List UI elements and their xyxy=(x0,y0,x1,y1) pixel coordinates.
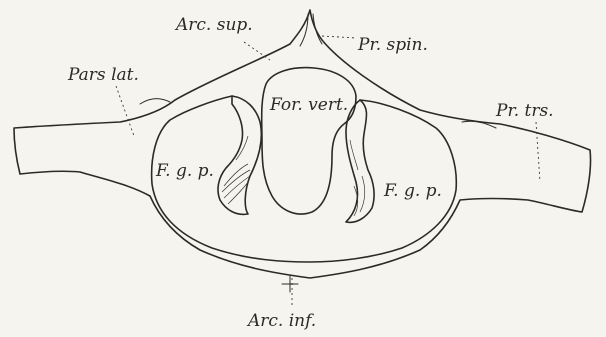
label-fgp-right: F. g. p. xyxy=(383,181,442,201)
leader-pars-lat xyxy=(116,86,134,136)
right-notch-hatching xyxy=(350,140,365,216)
label-pars-lat: Pars lat. xyxy=(67,65,139,85)
vertebral-foramen xyxy=(262,68,356,214)
pars-lateralis-curve xyxy=(140,99,170,105)
arch-tubercle-mark xyxy=(282,276,298,292)
leader-arc-sup xyxy=(244,42,270,60)
vertebra-outline xyxy=(14,10,591,278)
label-arc-sup: Arc. sup. xyxy=(174,15,253,35)
transverse-process-curve xyxy=(462,121,496,128)
leader-pr-spin xyxy=(322,36,356,38)
label-pr-trs: Pr. trs. xyxy=(495,101,554,121)
label-arc-inf: Arc. inf. xyxy=(246,311,316,331)
leader-pr-trs xyxy=(536,122,540,182)
label-pr-spin: Pr. spin. xyxy=(357,35,428,55)
label-for-vert: For. vert. xyxy=(269,95,348,115)
label-fgp-left: F. g. p. xyxy=(155,161,214,181)
